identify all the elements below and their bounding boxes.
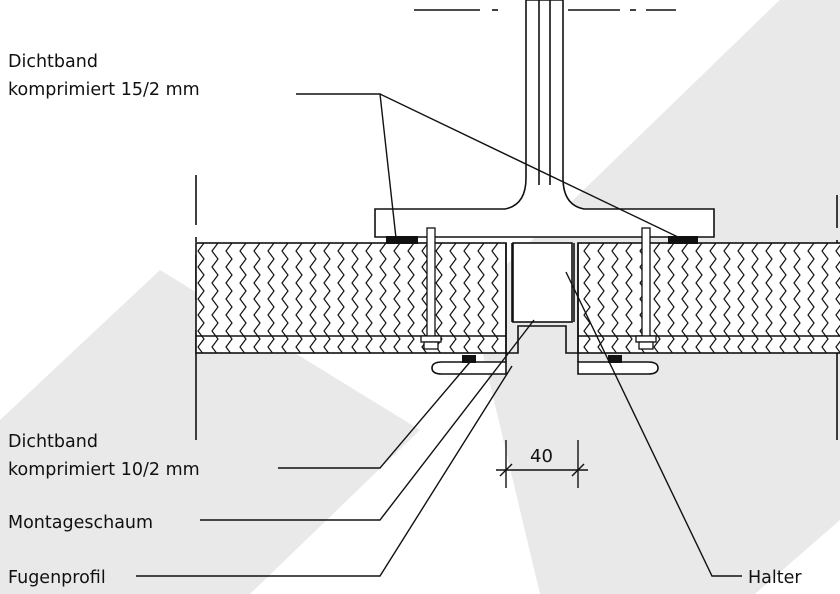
leader-lines <box>136 93 742 577</box>
joint-profile <box>431 242 659 375</box>
label-dichtband-bottom-line1: Dichtband <box>8 432 98 452</box>
dimension-label: 40 <box>530 446 553 467</box>
right-panel <box>577 242 840 354</box>
screws <box>420 227 657 350</box>
sealing-tapes <box>386 236 698 363</box>
label-halter: Halter <box>748 568 802 588</box>
label-fugenprofil: Fugenprofil <box>8 568 106 588</box>
label-dichtband-top-line1: Dichtband <box>8 52 98 72</box>
left-panel <box>195 242 507 354</box>
label-dichtband-bottom-line2: komprimiert 10/2 mm <box>8 460 200 480</box>
label-dichtband-top-line2: komprimiert 15/2 mm <box>8 80 200 100</box>
post-profile <box>374 0 715 238</box>
label-montageschaum: Montageschaum <box>8 513 153 533</box>
dimension-40 <box>496 440 588 488</box>
